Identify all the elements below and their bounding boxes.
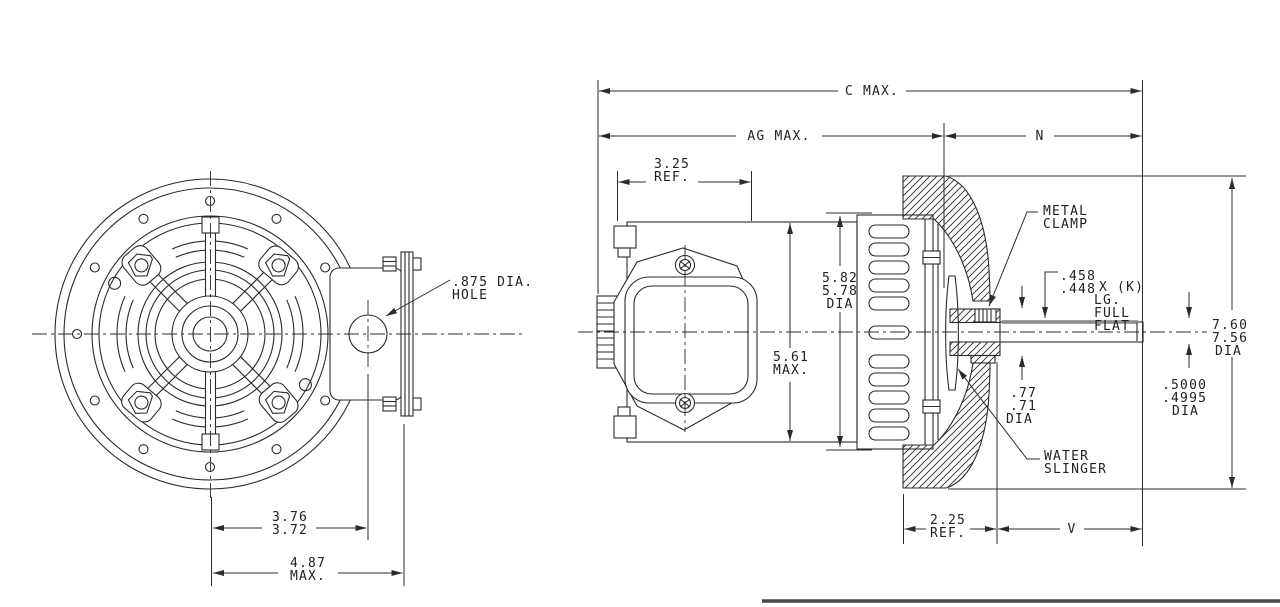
flat-dim-flat: FLAT bbox=[1094, 319, 1130, 334]
dim-325-ref: REF. bbox=[654, 170, 690, 185]
overall-width-suffix: MAX. bbox=[290, 569, 326, 584]
hub-dia-3: DIA bbox=[1006, 412, 1033, 427]
hole-callout-leader bbox=[385, 279, 451, 317]
dim-shell-dia-3: DIA bbox=[826, 297, 853, 312]
flat-dim-full: FULL bbox=[1094, 306, 1130, 321]
dim-n: N bbox=[1035, 129, 1044, 144]
bell-dia-3: DIA bbox=[1215, 344, 1242, 359]
bell-dia-2: 7.56 bbox=[1212, 331, 1248, 346]
flat-dim-lg: LG. bbox=[1094, 293, 1121, 308]
hole-callout-label: .875 DIA. bbox=[452, 275, 533, 290]
hole-callout-label-2: HOLE bbox=[452, 288, 488, 303]
terminal-box bbox=[613, 245, 758, 432]
overall-width-value: 4.87 bbox=[290, 556, 326, 571]
water-slinger-label-1: WATER bbox=[1044, 449, 1089, 464]
metal-clamp-part bbox=[974, 308, 997, 323]
dim-body-height-1: 5.61 bbox=[773, 350, 809, 365]
metal-clamp-leader bbox=[988, 211, 1038, 307]
bell-depth-2: REF. bbox=[930, 526, 966, 541]
hub-dia-2: .71 bbox=[1010, 399, 1037, 414]
water-slinger-leader bbox=[957, 368, 1040, 460]
bolt-pads bbox=[121, 245, 299, 423]
flat-callout-leader bbox=[1042, 271, 1058, 318]
hub-dia-1: .77 bbox=[1010, 386, 1037, 401]
mounting-bracket bbox=[329, 251, 422, 417]
dim-v: V bbox=[1067, 522, 1076, 537]
flat-dim-lower: .448 bbox=[1060, 282, 1096, 297]
dim-ag-max: AG MAX. bbox=[747, 129, 810, 144]
metal-clamp-label-2: CLAMP bbox=[1043, 217, 1088, 232]
side-view-labels: C MAX. AG MAX. N 3.25 REF. 5.82 5.78 DIA… bbox=[654, 84, 1248, 541]
front-view-dimensions bbox=[211, 279, 451, 586]
bell-depth-1: 2.25 bbox=[930, 513, 966, 528]
shaft-flat bbox=[1002, 320, 1138, 324]
flat-dim-upper: .458 bbox=[1060, 269, 1096, 284]
water-slinger-label-2: SLINGER bbox=[1044, 462, 1107, 477]
shaft-dia-2: .4995 bbox=[1162, 391, 1207, 406]
shaft-dia-3: DIA bbox=[1172, 404, 1199, 419]
front-view: .875 DIA. HOLE 3.76 3.72 4.87 MAX. bbox=[32, 171, 533, 586]
vent-slots bbox=[868, 224, 910, 441]
bell-mount-section bbox=[902, 175, 1001, 489]
dim-325: 3.25 bbox=[654, 157, 690, 172]
front-view-labels: .875 DIA. HOLE 3.76 3.72 4.87 MAX. bbox=[272, 275, 533, 584]
water-slinger-disc bbox=[945, 275, 959, 391]
dim-c-max: C MAX. bbox=[845, 84, 899, 99]
side-view: C MAX. AG MAX. N 3.25 REF. 5.82 5.78 DIA… bbox=[578, 80, 1248, 546]
flat-dim-mult: X (K) bbox=[1099, 280, 1144, 295]
dim-shell-dia-1: 5.82 bbox=[822, 271, 858, 286]
hole-offset-lower: 3.72 bbox=[272, 523, 308, 538]
side-view-dimensions bbox=[597, 80, 1246, 546]
hole-offset-upper: 3.76 bbox=[272, 510, 308, 525]
metal-clamp-label-1: METAL bbox=[1043, 204, 1088, 219]
dim-body-height-2: MAX. bbox=[773, 363, 809, 378]
bell-dia-1: 7.60 bbox=[1212, 318, 1248, 333]
dim-shell-dia-2: 5.78 bbox=[822, 284, 858, 299]
front-mount-clips bbox=[613, 225, 637, 439]
bearing-hub-bottom bbox=[949, 341, 1001, 357]
shaft-dia-1: .5000 bbox=[1162, 378, 1207, 393]
